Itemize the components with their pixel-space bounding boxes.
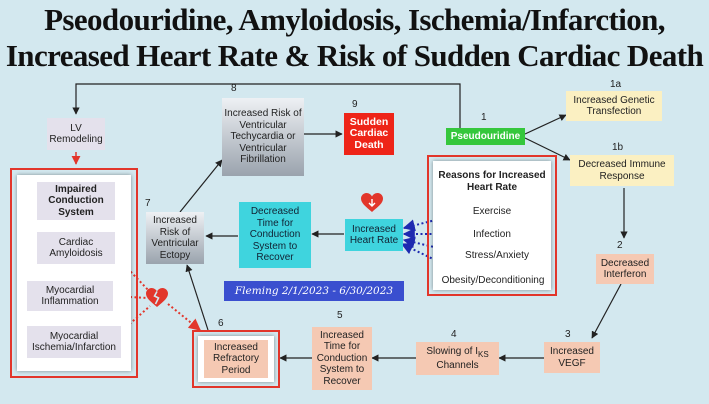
myocardial-inflammation-box: Myocardial Inflammation xyxy=(27,281,113,311)
increased-time-box: Increased Time for Conduction System to … xyxy=(312,327,372,390)
dotted-heart-to-refractory xyxy=(167,303,201,331)
line-6-to-7 xyxy=(185,264,209,331)
node-number-8: 8 xyxy=(231,83,237,94)
decreased-interferon-box: Decreased Interferon xyxy=(596,254,654,284)
decreased-immune-box: Decreased Immune Response xyxy=(570,155,674,186)
node-number-5: 5 xyxy=(337,310,343,321)
node-number-9: 9 xyxy=(352,99,358,110)
ventricular-ectopy-box: Increased Risk of Ventricular Ectopy xyxy=(146,212,204,264)
genetic-transfection-box: Increased Genetic Transfection xyxy=(566,91,662,121)
reason-exercise: Exercise xyxy=(472,206,512,217)
slowing-iks-subscript: KS xyxy=(478,349,489,359)
broken-heart-icon xyxy=(146,288,168,307)
line-2-to-3 xyxy=(591,283,622,339)
impaired-conduction-heading: Impaired Conduction System xyxy=(37,182,115,220)
decreased-time-box: Decreased Time for Conduction System to … xyxy=(239,202,311,268)
node-number-4: 4 xyxy=(451,329,457,340)
reasons-heading: Reasons for Increased Heart Rate xyxy=(438,170,546,193)
reason-infection: Infection xyxy=(473,229,511,240)
node-number-1b: 1b xyxy=(612,142,624,153)
myocardial-ischemia-box: Myocardial Ischemia/Infarction xyxy=(27,326,121,358)
refractory-period-box: Increased Refractory Period xyxy=(204,340,268,378)
cardiac-amyloidosis-box: Cardiac Amyloidosis xyxy=(37,232,115,264)
line-pseudo-to-lv xyxy=(72,83,461,128)
pseudouridine-box: Pseudouridine xyxy=(446,128,525,145)
title-line-1: Pseodouridine, Amyloidosis, Ischemia/Inf… xyxy=(44,2,665,37)
impaired-conduction-frame xyxy=(10,168,138,378)
sudden-cardiac-death-box: Sudden Cardiac Death xyxy=(344,113,394,155)
slowing-iks-box: Slowing of IKS Channels xyxy=(416,342,499,375)
node-number-1a: 1a xyxy=(610,79,622,90)
slowing-iks-line: Slowing of IKS xyxy=(426,346,488,361)
dotted-ischemia xyxy=(115,305,151,337)
increased-heart-rate-box: Increased Heart Rate xyxy=(345,219,403,251)
slowing-iks-prefix: Slowing of I xyxy=(426,345,479,357)
reasons-frame xyxy=(427,155,557,296)
line-7-to-8 xyxy=(179,159,223,213)
node-number-6: 6 xyxy=(218,318,224,329)
reasons-panel xyxy=(433,161,551,290)
line-pseudo-to-1b xyxy=(524,137,571,161)
title-line-2: Increased Heart Rate & Risk of Sudden Ca… xyxy=(5,38,704,73)
signature-banner: Fleming 2/1/2023 - 6/30/2023 xyxy=(224,281,404,301)
reason-stress: Stress/Anxiety xyxy=(465,250,529,261)
node-number-1: 1 xyxy=(481,112,487,123)
node-number-2: 2 xyxy=(617,240,623,251)
reason-obesity: Obesity/Deconditioning xyxy=(441,275,545,286)
slowing-iks-suffix: Channels xyxy=(436,360,479,371)
lv-remodeling-box: LV Remodeling xyxy=(47,118,105,150)
refractory-frame xyxy=(192,330,280,388)
heart-icon xyxy=(361,193,383,212)
increased-vegf-box: Increased VEGF xyxy=(544,342,600,373)
node-number-7: 7 xyxy=(145,198,151,209)
node-number-3: 3 xyxy=(565,329,571,340)
ventricular-tachycardia-box: Increased Risk of Ventricular Techycardi… xyxy=(222,98,304,176)
line-pseudo-to-1a xyxy=(524,114,567,135)
